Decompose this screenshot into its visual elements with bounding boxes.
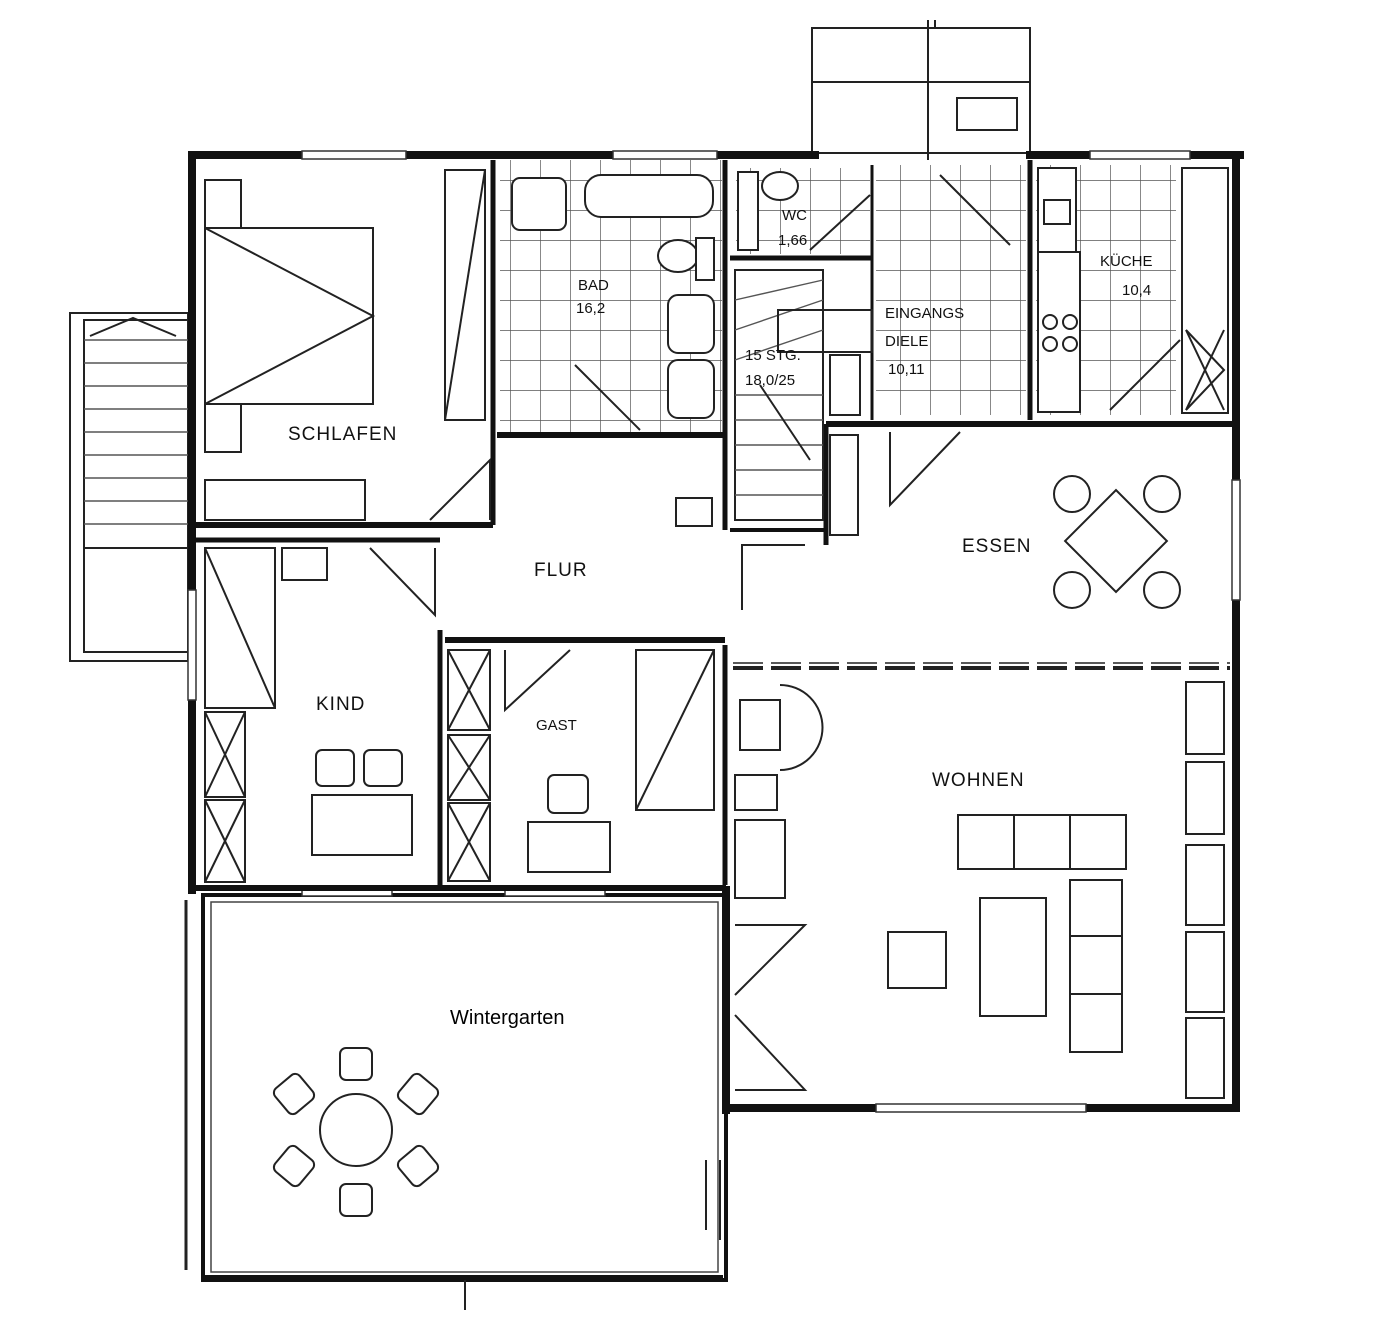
- label-diele: DIELE: [885, 333, 928, 350]
- label-wc-area: 1,66: [778, 232, 807, 249]
- label-bad-area: 16,2: [576, 300, 605, 317]
- guest-furniture: [447, 649, 715, 882]
- outer-stairs: [69, 312, 189, 662]
- label-wc: WC: [782, 207, 807, 224]
- label-bad: BAD: [578, 277, 609, 294]
- label-eingang: EINGANGS: [885, 305, 964, 322]
- bedroom-furniture: [204, 169, 486, 521]
- label-diele-area: 10,11: [888, 361, 924, 378]
- label-stairs: 15 STG.: [745, 347, 801, 364]
- living-furniture: [887, 681, 1225, 1099]
- fireplace: [734, 684, 824, 899]
- kitchen-fixtures: [1037, 167, 1229, 414]
- dining-furniture: [829, 434, 1181, 609]
- label-kueche-area: 10,4: [1122, 282, 1151, 299]
- doors: [369, 174, 1181, 1240]
- inner-stairs: [734, 269, 873, 521]
- chimney: [675, 497, 713, 527]
- label-schlafen: SCHLAFEN: [288, 424, 397, 445]
- label-essen: ESSEN: [962, 536, 1031, 557]
- label-kind: KIND: [316, 694, 365, 715]
- wintergarten-furniture: [272, 1047, 440, 1217]
- label-gast: GAST: [536, 717, 577, 734]
- label-kueche: KÜCHE: [1100, 252, 1153, 270]
- label-flur: FLUR: [534, 560, 588, 581]
- label-wohnen: WOHNEN: [932, 770, 1025, 791]
- interior-walls: [196, 160, 1232, 891]
- kid-furniture: [204, 547, 413, 883]
- bathroom-fixtures: [511, 174, 715, 419]
- entrance-canopy: [811, 20, 1031, 160]
- label-wintergarten: Wintergarten: [450, 1007, 565, 1029]
- label-stairs-dim: 18,0/25: [745, 372, 795, 389]
- wc-fixtures: [737, 171, 799, 251]
